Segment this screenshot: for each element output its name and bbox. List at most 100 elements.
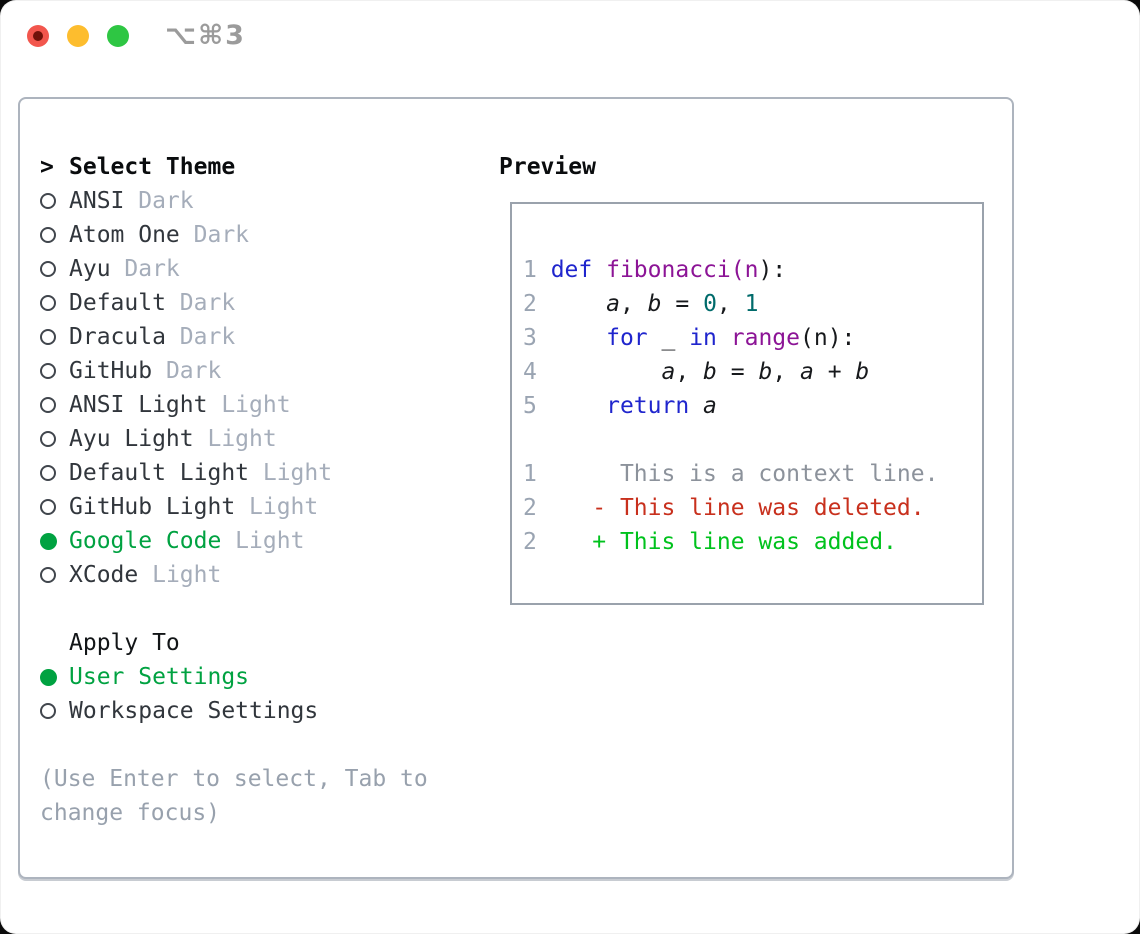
theme-option[interactable]: Google Code Light bbox=[40, 524, 428, 558]
theme-option[interactable]: XCode Light bbox=[40, 558, 428, 592]
code-line: 1 def fibonacci(n): bbox=[523, 253, 982, 287]
theme-variant: Light bbox=[193, 426, 277, 452]
line-number: 3 bbox=[523, 325, 551, 351]
apply-option[interactable]: User Settings bbox=[40, 660, 428, 694]
select-theme-header: Select Theme bbox=[69, 154, 236, 180]
radio-gutter bbox=[40, 388, 69, 422]
theme-name: GitHub Light bbox=[69, 494, 236, 520]
line-number: 2 bbox=[523, 291, 551, 317]
radio-gutter bbox=[40, 524, 69, 558]
code-segment-plain bbox=[551, 359, 662, 385]
code-segment-keyword: in bbox=[689, 325, 717, 351]
code-segment-plain: = bbox=[716, 359, 759, 385]
apply-option[interactable]: Workspace Settings bbox=[40, 694, 428, 728]
theme-option[interactable]: GitHub Dark bbox=[40, 354, 428, 388]
theme-option[interactable]: Atom One Dark bbox=[40, 218, 428, 252]
theme-variant: Dark bbox=[179, 222, 250, 248]
theme-name: Ayu Light bbox=[69, 426, 194, 452]
code-segment-variable: b bbox=[703, 359, 717, 385]
apply-option-label: Workspace Settings bbox=[69, 698, 319, 724]
code-segment-plain: , bbox=[675, 359, 704, 385]
code-segment-plain bbox=[551, 495, 593, 521]
code-segment-variable: a bbox=[606, 291, 620, 317]
code-segment-number: 0 bbox=[703, 291, 717, 317]
title-bar: ⌥⌘3 bbox=[0, 0, 1140, 72]
radio-icon bbox=[40, 329, 56, 345]
radio-selected-icon bbox=[40, 668, 57, 686]
zoom-button[interactable] bbox=[107, 25, 129, 47]
theme-name: Default bbox=[69, 290, 166, 316]
radio-gutter bbox=[40, 422, 69, 456]
radio-gutter bbox=[40, 320, 69, 354]
spacer bbox=[40, 592, 428, 626]
code-segment-keyword: def bbox=[550, 257, 593, 283]
code-segment-function: range bbox=[730, 325, 800, 351]
radio-gutter bbox=[40, 252, 69, 286]
code-line: 2 a, b = 0, 1 bbox=[523, 287, 982, 321]
minimize-button[interactable] bbox=[67, 25, 89, 47]
code-line: 3 for _ in range(n): bbox=[523, 321, 982, 355]
theme-option[interactable]: Default Light Light bbox=[40, 456, 428, 490]
theme-variant: Light bbox=[207, 392, 291, 418]
theme-variant: Light bbox=[221, 528, 305, 554]
theme-option[interactable]: Dracula Dark bbox=[40, 320, 428, 354]
apply-to-gutter bbox=[40, 626, 69, 660]
code-line bbox=[523, 423, 982, 457]
apply-to-header-row: Apply To bbox=[40, 626, 428, 660]
theme-variant: Dark bbox=[152, 358, 222, 384]
line-number: 5 bbox=[523, 393, 551, 419]
code-segment-variable: b bbox=[758, 359, 773, 385]
code-segment-plain: _ bbox=[647, 325, 690, 351]
code-segment-variable: a bbox=[800, 359, 814, 385]
code-segment-plain: , bbox=[716, 291, 745, 317]
code-segment-plain bbox=[551, 325, 606, 351]
code-segment-plain bbox=[717, 325, 731, 351]
select-theme-header-row: > Select Theme bbox=[40, 150, 428, 184]
radio-icon bbox=[40, 295, 56, 311]
theme-name: Atom One bbox=[69, 222, 180, 248]
code-segment-keyword: return bbox=[606, 393, 690, 419]
radio-selected-icon bbox=[40, 532, 57, 550]
theme-name: Dracula bbox=[69, 324, 166, 350]
code-segment-plain bbox=[592, 257, 606, 283]
theme-name: XCode bbox=[69, 562, 139, 588]
radio-gutter bbox=[40, 218, 69, 252]
code-segment-function: fibonacci(n bbox=[606, 257, 759, 283]
radio-icon bbox=[40, 431, 56, 447]
theme-selector-panel: > Select Theme ANSI Dark Atom One Dark A… bbox=[18, 97, 1014, 879]
radio-icon bbox=[40, 363, 56, 379]
theme-option[interactable]: Ayu Light Light bbox=[40, 422, 428, 456]
apply-to-header: Apply To bbox=[69, 630, 180, 656]
theme-option[interactable]: GitHub Light Light bbox=[40, 490, 428, 524]
code-segment-plain bbox=[551, 393, 606, 419]
radio-gutter bbox=[40, 456, 69, 490]
radio-icon bbox=[40, 703, 56, 719]
code-segment-plain: ): bbox=[758, 257, 787, 283]
theme-option[interactable]: Ayu Dark bbox=[40, 252, 428, 286]
theme-option[interactable]: Default Dark bbox=[40, 286, 428, 320]
theme-variant: Light bbox=[235, 494, 319, 520]
preview-header: Preview bbox=[499, 154, 596, 180]
code-segment-variable: a bbox=[661, 359, 676, 385]
line-number: 1 bbox=[523, 257, 551, 283]
theme-option[interactable]: ANSI Light Light bbox=[40, 388, 428, 422]
cursor-gutter: > bbox=[40, 150, 69, 184]
theme-name: ANSI bbox=[69, 188, 125, 214]
code-line: 2 - This line was deleted. bbox=[523, 491, 982, 525]
radio-icon bbox=[40, 567, 56, 583]
code-segment-plain: (n): bbox=[800, 325, 856, 351]
radio-gutter bbox=[40, 184, 69, 218]
theme-name: Ayu bbox=[69, 256, 111, 282]
code-segment-plain: + bbox=[813, 359, 856, 385]
theme-name: Default Light bbox=[69, 460, 250, 486]
theme-option[interactable]: ANSI Dark bbox=[40, 184, 428, 218]
code-segment-plain bbox=[551, 529, 593, 555]
code-segment-plain bbox=[689, 393, 703, 419]
theme-variant: Light bbox=[138, 562, 222, 588]
spacer bbox=[40, 728, 428, 762]
theme-name: ANSI Light bbox=[69, 392, 208, 418]
help-text-line-1: (Use Enter to select, Tab to bbox=[40, 766, 428, 792]
close-button[interactable] bbox=[27, 25, 49, 47]
